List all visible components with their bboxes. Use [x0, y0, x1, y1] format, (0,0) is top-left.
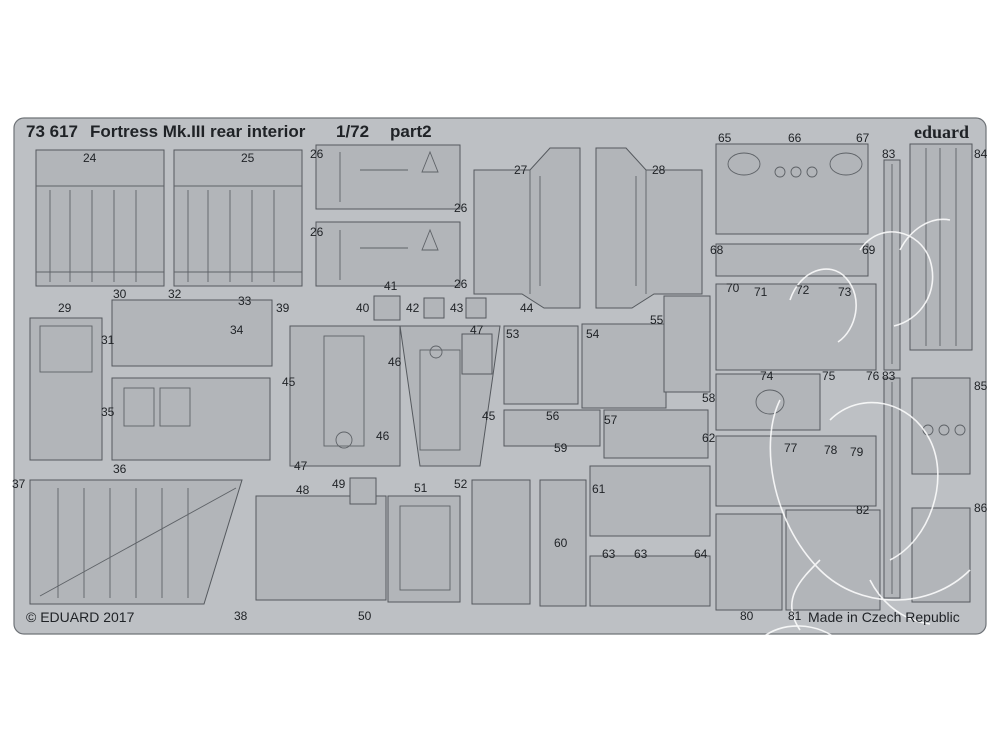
part-number: 68 — [710, 243, 724, 257]
part-number: 83 — [882, 147, 896, 161]
watermark-rabbit — [759, 218, 971, 643]
part-number: 75 — [822, 369, 836, 383]
part-number: 55 — [650, 313, 664, 327]
part-number: 39 — [276, 301, 290, 315]
part-number: 29 — [58, 301, 72, 315]
part-28 — [595, 147, 703, 309]
part-number: 60 — [554, 536, 568, 550]
part-number: 63 — [634, 547, 648, 561]
part-48-52-group — [255, 477, 531, 605]
part-65-69-group — [715, 143, 869, 277]
part-number: 79 — [850, 445, 864, 459]
part-number: 64 — [694, 547, 708, 561]
part-number: 43 — [450, 301, 464, 315]
part-number: 74 — [760, 369, 774, 383]
part-number: 73 — [838, 285, 852, 299]
part-number: 27 — [514, 163, 528, 177]
part-number: 26 — [454, 277, 468, 291]
part-number: 47 — [470, 323, 484, 337]
part-27 — [473, 147, 581, 309]
part-number: 65 — [718, 131, 732, 145]
part-number: 46 — [376, 429, 390, 443]
part-number: 44 — [520, 301, 534, 315]
part-number: 32 — [168, 287, 182, 301]
part-number: 85 — [974, 379, 988, 393]
fret-part: part2 — [390, 122, 432, 141]
part-24 — [35, 149, 165, 287]
part-number: 80 — [740, 609, 754, 623]
part-number: 84 — [974, 147, 988, 161]
part-number: 28 — [652, 163, 666, 177]
part-number: 72 — [796, 283, 810, 297]
part-number: 51 — [414, 481, 428, 495]
part-number: 38 — [234, 609, 248, 623]
part-number: 31 — [101, 333, 115, 347]
part-number: 46 — [388, 355, 402, 369]
part-number: 63 — [602, 547, 616, 561]
part-number: 59 — [554, 441, 568, 455]
part-53-58-group — [503, 295, 711, 459]
part-number: 69 — [862, 243, 876, 257]
part-number: 48 — [296, 483, 310, 497]
part-39-47-group — [289, 295, 501, 467]
part-number: 53 — [506, 327, 520, 341]
part-number: 71 — [754, 285, 768, 299]
part-number: 45 — [282, 375, 296, 389]
part-26-group — [315, 144, 461, 287]
part-number: 78 — [824, 443, 838, 457]
part-25 — [173, 149, 303, 287]
part-number: 77 — [784, 441, 798, 455]
part-number: 86 — [974, 501, 988, 515]
part-37-38 — [29, 479, 243, 605]
part-number: 40 — [356, 301, 370, 315]
part-number: 81 — [788, 609, 802, 623]
part-number: 26 — [310, 147, 324, 161]
part-number: 47 — [294, 459, 308, 473]
part-number: 26 — [454, 201, 468, 215]
part-70-79-group — [715, 283, 877, 507]
part-number: 62 — [702, 431, 716, 445]
part-80-82-group — [715, 509, 881, 611]
part-number: 56 — [546, 409, 560, 423]
part-number: 30 — [113, 287, 127, 301]
part-number: 52 — [454, 477, 468, 491]
part-number: 58 — [702, 391, 716, 405]
part-number: 66 — [788, 131, 802, 145]
part-number: 34 — [230, 323, 244, 337]
part-number: 37 — [12, 477, 26, 491]
part-number: 83 — [882, 369, 896, 383]
part-number: 36 — [113, 462, 127, 476]
part-number: 70 — [726, 281, 740, 295]
part-59-64-group — [539, 465, 711, 607]
kit-scale: 1/72 — [336, 122, 369, 141]
part-number: 24 — [83, 151, 97, 165]
part-number: 61 — [592, 482, 606, 496]
part-29-36-group — [29, 299, 273, 461]
part-number: 76 — [866, 369, 880, 383]
part-number: 41 — [384, 279, 398, 293]
part-number: 50 — [358, 609, 372, 623]
part-number: 42 — [406, 301, 420, 315]
part-number: 49 — [332, 477, 346, 491]
part-number: 26 — [310, 225, 324, 239]
part-number-labels: 24 25 26 26 26 26 27 28 29 30 31 32 33 3… — [12, 131, 988, 623]
brand-logo: eduard — [914, 122, 969, 142]
part-number: 25 — [241, 151, 255, 165]
part-number: 57 — [604, 413, 618, 427]
copyright: © EDUARD 2017 — [26, 609, 135, 625]
kit-title: Fortress Mk.III rear interior — [90, 122, 306, 141]
part-83 — [883, 159, 901, 599]
part-number: 45 — [482, 409, 496, 423]
made-in: Made in Czech Republic — [808, 609, 960, 625]
part-number: 33 — [238, 294, 252, 308]
part-number: 82 — [856, 503, 870, 517]
product-code: 73 617 — [26, 122, 78, 141]
part-number: 35 — [101, 405, 115, 419]
part-number: 54 — [586, 327, 600, 341]
part-number: 67 — [856, 131, 870, 145]
part-84 — [909, 143, 973, 351]
